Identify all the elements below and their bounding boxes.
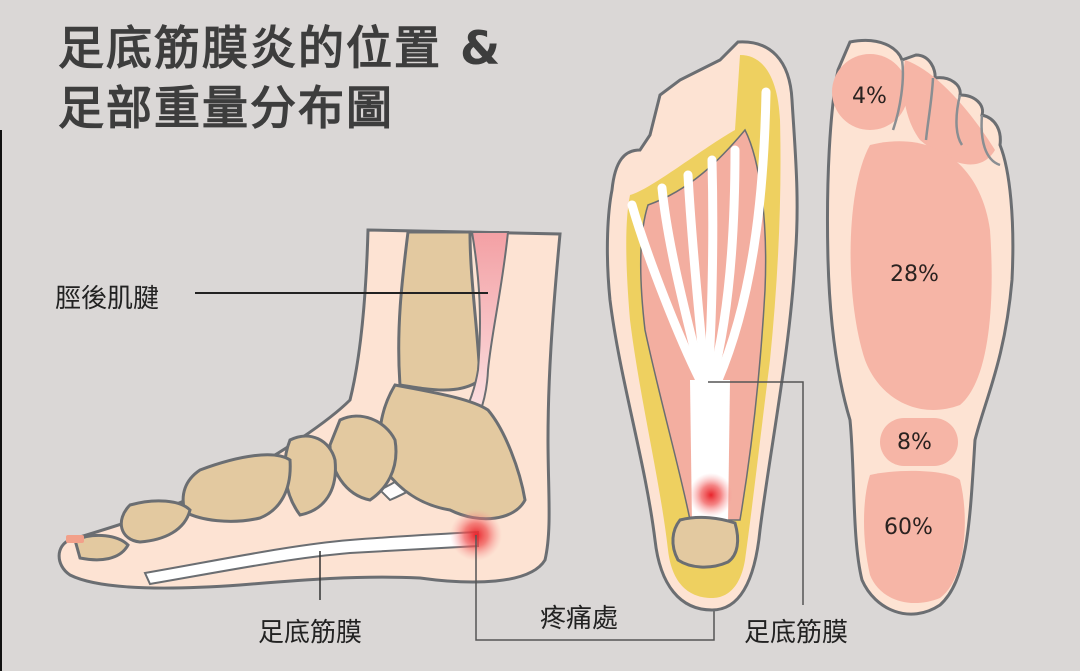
label-plantar-fascia-side: 足底筋膜 [258, 618, 363, 648]
title-line-2: 足部重量分布圖 [58, 81, 394, 135]
weight-distribution-foot [826, 38, 1015, 616]
diagram-title: 足底筋膜炎的位置 & 足部重量分布圖 [58, 18, 502, 138]
weight-forefoot: 28% [890, 262, 939, 287]
weight-midfoot: 8% [897, 430, 932, 455]
side-view-foot [57, 228, 715, 641]
edge-line [0, 130, 2, 671]
bottom-view-foot-anatomy [605, 40, 804, 612]
weight-toe: 4% [852, 84, 887, 109]
label-plantar-fascia-bottom: 足底筋膜 [744, 618, 849, 648]
label-achilles-tendon: 脛後肌腱 [55, 284, 160, 314]
weight-heel: 60% [884, 515, 933, 540]
title-line-1: 足底筋膜炎的位置 & [58, 21, 503, 75]
label-pain-point: 疼痛處 [540, 604, 619, 634]
